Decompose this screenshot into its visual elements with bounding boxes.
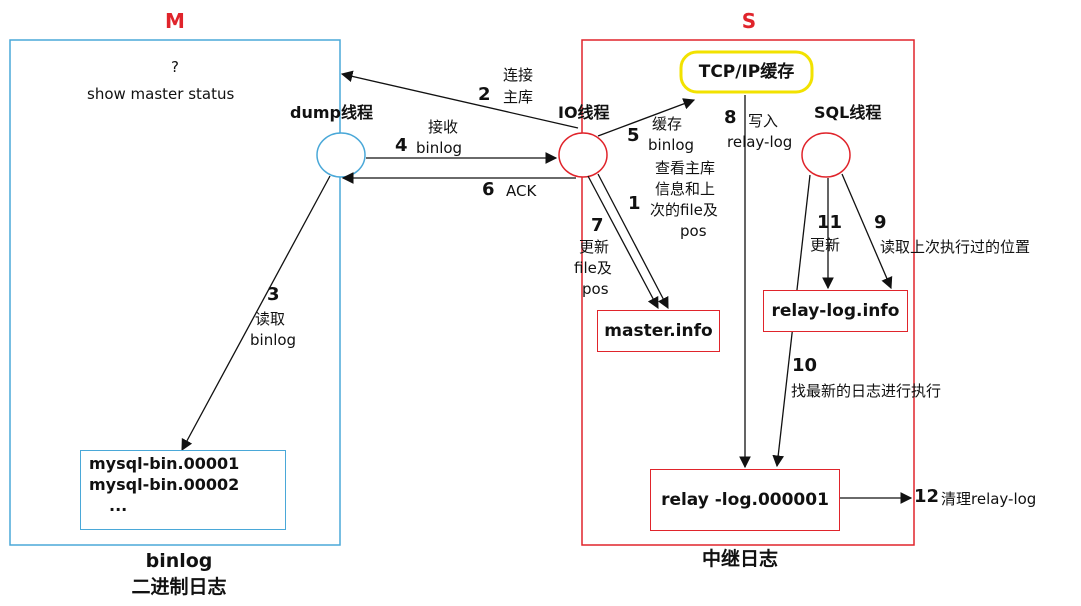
show-master-status-label: show master status [87, 85, 235, 103]
master-info-box: master.info [597, 310, 720, 352]
step-4-text-2: binlog [416, 139, 463, 157]
step-1-text-3: 次的file及 [650, 201, 718, 219]
slave-heading: S [741, 9, 757, 33]
step-5-text-2: binlog [648, 136, 695, 154]
step-2-text-2: 主库 [503, 88, 534, 106]
step-1-text-4: pos [680, 222, 707, 240]
step-7-text-3: pos [582, 280, 609, 298]
arrow-step-3 [181, 175, 331, 452]
binlog-file-1: mysql-bin.00001 [89, 454, 240, 473]
io-thread-label: IO线程 [558, 103, 610, 122]
step-7-text-2: file及 [574, 259, 612, 277]
step-12-number: 12 [914, 486, 940, 507]
step-1-text-1: 查看主库 [655, 159, 716, 177]
step-3-text-1: 读取 [255, 310, 286, 328]
binlog-footer-cn: 二进制日志 [131, 576, 227, 598]
arrow-step-5 [597, 98, 696, 137]
binlog-files-box: mysql-bin.00001 mysql-bin.00002 ... [80, 450, 286, 530]
master-heading: M [165, 9, 185, 33]
step-9-number: 9 [874, 212, 887, 233]
relay-log-info-label: relay-log.info [771, 301, 900, 321]
io-thread-circle [558, 132, 608, 178]
sql-thread-label: SQL线程 [814, 103, 882, 122]
question-mark: ? [171, 58, 179, 76]
master-info-label: master.info [604, 321, 713, 341]
step-2-number: 2 [478, 84, 491, 105]
tcp-cache-label: TCP/IP缓存 [698, 62, 795, 82]
step-11-text: 更新 [810, 236, 841, 254]
step-7-text-1: 更新 [579, 238, 610, 256]
binlog-footer: binlog [145, 550, 213, 572]
binlog-file-more: ... [109, 496, 128, 515]
step-12-text: 清理relay-log [941, 490, 1037, 508]
step-5-number: 5 [627, 125, 640, 146]
binlog-file-2: mysql-bin.00002 [89, 475, 240, 494]
arrow-step-1 [597, 173, 669, 310]
step-7-number: 7 [591, 215, 604, 236]
master-panel [9, 39, 341, 546]
step-1-number: 1 [628, 193, 641, 214]
arrow-step-7 [587, 175, 659, 310]
step-1-text-2: 信息和上 [655, 180, 716, 198]
step-8-text-1: 写入 [748, 112, 779, 130]
step-8-number: 8 [724, 107, 737, 128]
relay-footer: 中继日志 [701, 548, 778, 570]
step-11-number: 11 [817, 212, 843, 233]
step-5-text-1: 缓存 [652, 115, 683, 133]
slave-panel [581, 39, 915, 546]
step-4-number: 4 [395, 135, 408, 156]
step-8-text-2: relay-log [727, 133, 793, 151]
step-3-number: 3 [267, 284, 280, 305]
step-2-text-1: 连接 [503, 66, 534, 84]
relay-log-info-box: relay-log.info [763, 290, 908, 332]
dump-thread-label: dump线程 [290, 103, 373, 122]
arrow-step-9 [841, 173, 893, 290]
step-9-text: 读取上次执行过的位置 [880, 238, 1031, 256]
tcp-cache-box [679, 50, 814, 94]
step-10-text: 找最新的日志进行执行 [791, 382, 942, 400]
step-4-text-1: 接收 [428, 118, 459, 136]
sql-thread-circle [801, 132, 851, 178]
dump-thread-circle [316, 132, 366, 178]
relay-log-file-label: relay -log.000001 [661, 490, 829, 510]
step-10-number: 10 [792, 355, 818, 376]
relay-log-file-box: relay -log.000001 [650, 469, 840, 531]
step-3-text-2: binlog [250, 331, 297, 349]
arrow-step-2 [340, 70, 579, 129]
step-6-number: 6 [482, 179, 495, 200]
step-6-text: ACK [506, 182, 537, 200]
